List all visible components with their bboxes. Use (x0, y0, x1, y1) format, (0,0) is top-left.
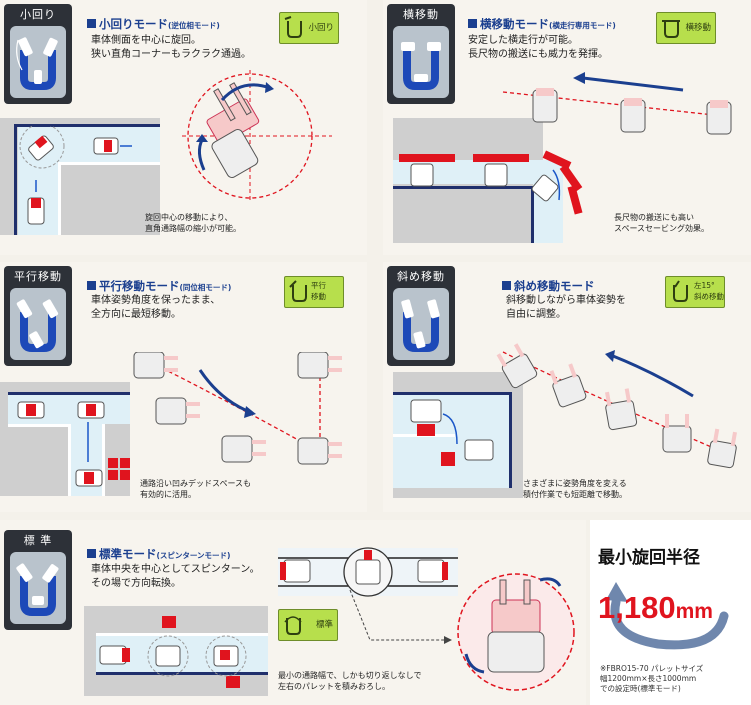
lcd-icon (673, 280, 688, 302)
badge-label: 平行移動 (14, 270, 62, 283)
panel-heikou: 平行移動 平行移動モード(同位相モード) 車体姿勢角度を保ったまま、全方向に最短… (0, 262, 367, 512)
mode-badge-koumawari: 小回り (4, 4, 72, 104)
wall-line (96, 672, 268, 675)
wall-line (393, 392, 511, 395)
wall-edge (58, 162, 61, 235)
aisle-lane (533, 160, 563, 243)
wheel-icon (393, 288, 449, 360)
mode-description: 車体姿勢角度を保ったまま、全方向に最短移動。 (91, 295, 221, 320)
wall-line (14, 124, 17, 235)
wheel-icon (10, 288, 66, 360)
spin-turn-topview-diagram (278, 547, 458, 597)
badge-label: 標 準 (23, 534, 53, 547)
lcd-display: 平行移動 (284, 276, 344, 308)
panel-yokoidou: 横移動 横移動モード(横走行専用モード) 安定した横走行が可能。長尺物の搬送にも… (383, 0, 751, 255)
panel-naname: 斜め移動 斜め移動モード 斜移動しながら車体姿勢を自由に調整。 左15°斜め移動 (383, 262, 751, 512)
mode-title: 標準モード(スピンターンモード) (87, 546, 230, 562)
mode-title: 斜め移動モード (502, 278, 595, 294)
min-radius-value: 1,180mm (598, 590, 713, 625)
forklift-corner-diagram (19, 126, 132, 225)
mode-badge-yokoidou: 横移動 (387, 4, 455, 104)
lcd-text: 小回り (308, 23, 334, 33)
lcd-icon (284, 16, 302, 38)
lcd-display: 横移動 (656, 12, 716, 44)
mode-title: 平行移動モード(同位相モード) (87, 278, 231, 294)
wheel-icon (10, 26, 66, 98)
mode-title: 小回りモード(逆位相モード) (87, 16, 220, 32)
wall-edge (68, 424, 71, 496)
wall-edge (102, 424, 105, 496)
lcd-text: 左15°斜め移動 (694, 281, 724, 301)
mode-badge-heikou: 平行移動 (4, 266, 72, 366)
min-radius-footnote: ※FBRO15-70 パレットサイズ 幅1200mm×長さ1000mm での設定… (600, 664, 704, 693)
panel-hyoujun: 標 準 標準モード(スピンターンモード) 車体中央を中心としてスピンターン。その… (0, 520, 586, 705)
mode-badge-hyoujun: 標 準 (4, 530, 72, 630)
wheel-icon (10, 552, 66, 624)
wall-edge (58, 162, 160, 165)
mode-note: さまざまに姿勢角度を変える積付作業でも短距離で移動。 (523, 479, 627, 499)
mode-note: 最小の通路幅で、しかも切り返しなしで左右のパレットを積みおろし。 (278, 671, 422, 691)
lcd-display: 左15°斜め移動 (665, 276, 725, 308)
mode-note: 通路沿い凹みデッドスペースも有効的に活用。 (140, 479, 252, 499)
lcd-text: 横移動 (685, 23, 711, 33)
spin-turn-detail-circle (457, 573, 575, 691)
wall-line (14, 124, 160, 127)
lcd-display: 小回り (279, 12, 339, 44)
diagonal-move-diagram (410, 343, 737, 469)
badge-label: 横移動 (403, 8, 439, 21)
circular-arrow-icon (606, 582, 729, 650)
wall-line (531, 186, 534, 243)
wall-line (8, 392, 130, 395)
mode-note: 長尺物の搬送にも高いスペースセービング効果。 (614, 213, 710, 233)
lcd-icon (289, 280, 307, 302)
zoom-connector-line (349, 590, 452, 644)
panel-koumawari: 小回り 小回りモード(逆位相モード) 車体側面を中心に旋回。狭い直角コーナーもラ… (0, 0, 367, 255)
mode-description: 斜移動しながら車体姿勢を自由に調整。 (506, 295, 626, 320)
mode-description: 車体側面を中心に旋回。狭い直角コーナーもラクラク通過。 (91, 35, 251, 60)
wall-edge (96, 633, 268, 636)
spin-turn-aisle-diagram (99, 616, 247, 688)
side-travel-diagram (399, 72, 732, 215)
mode-note: 旋回中心の移動により、直角通路幅の縮小が可能。 (145, 213, 241, 233)
min-radius-title: 最小旋回半径 (598, 548, 700, 568)
lcd-text: 標準 (315, 620, 333, 630)
rotation-diagram (182, 70, 332, 200)
mode-title: 横移動モード(横走行専用モード) (468, 16, 616, 32)
mode-description: 車体中央を中心としてスピンターン。その場で方向転換。 (91, 564, 260, 589)
wall-line (509, 392, 512, 488)
lcd-text: 平行移動 (311, 281, 326, 301)
badge-label: 小回り (20, 8, 56, 21)
lcd-display: 標準 (278, 609, 338, 641)
lcd-icon (662, 20, 680, 38)
wall-line (393, 186, 533, 189)
mode-description: 安定した横走行が可能。長尺物の搬送にも威力を発揮。 (468, 35, 608, 60)
lcd-icon (284, 616, 302, 635)
wall-edge (8, 424, 70, 427)
wheel-icon (393, 26, 449, 98)
mode-badge-naname: 斜め移動 (387, 266, 455, 366)
badge-label: 斜め移動 (397, 270, 445, 283)
parallel-move-diagram (17, 352, 342, 487)
